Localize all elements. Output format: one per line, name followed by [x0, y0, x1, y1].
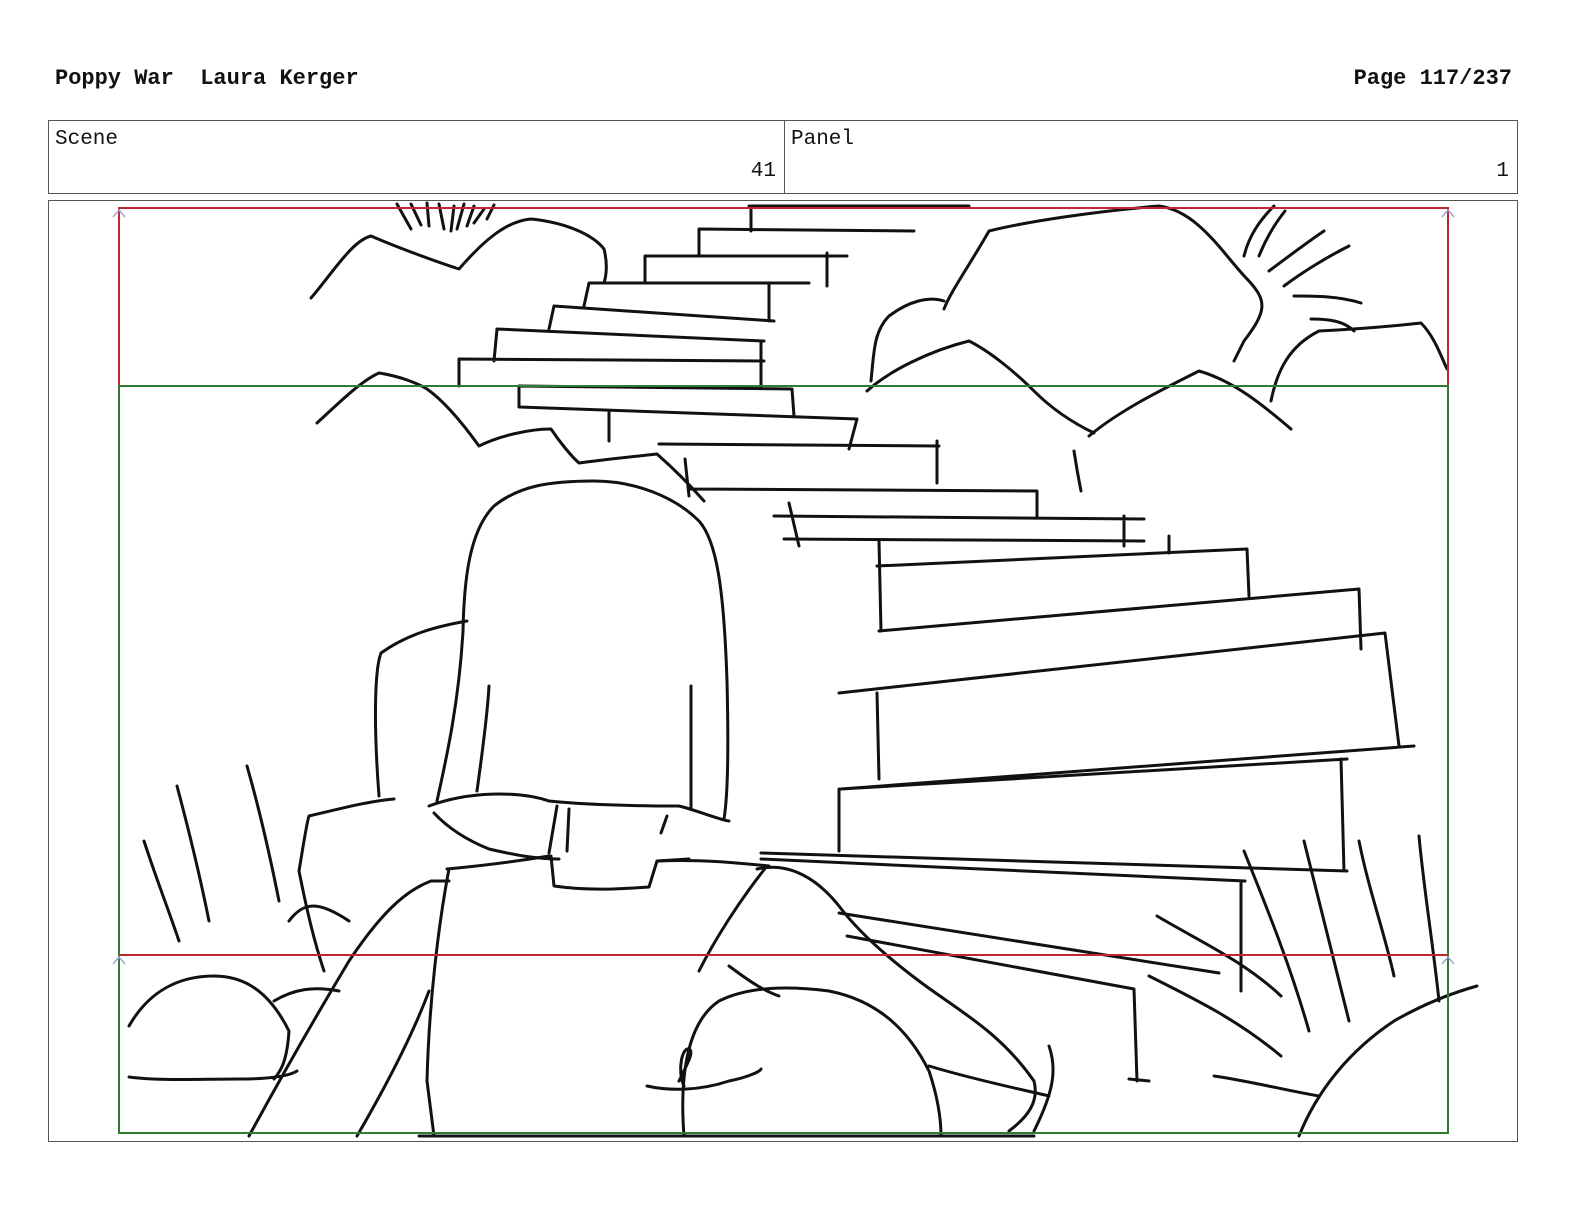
page-header-title: Poppy War Laura Kerger	[55, 66, 359, 91]
panel-cell: Panel 1	[785, 121, 1517, 193]
storyboard-frame	[48, 200, 1518, 1142]
page-number: Page 117/237	[1353, 66, 1512, 91]
scene-label: Scene	[55, 128, 119, 151]
panel-number: 1	[1496, 160, 1509, 183]
scene-panel-info: Scene 41 Panel 1	[48, 120, 1518, 194]
frame-guides	[112, 207, 1455, 1134]
sketch-lines	[127, 201, 1479, 1138]
author-name: Laura Kerger	[200, 66, 359, 91]
project-title: Poppy War	[55, 66, 174, 91]
action-area-guide	[118, 385, 1449, 1134]
scene-cell: Scene 41	[49, 121, 785, 193]
panel-label: Panel	[791, 128, 855, 151]
guide-arrow	[112, 208, 1455, 965]
storyboard-drawing	[112, 201, 1479, 1138]
scene-number: 41	[750, 160, 776, 183]
